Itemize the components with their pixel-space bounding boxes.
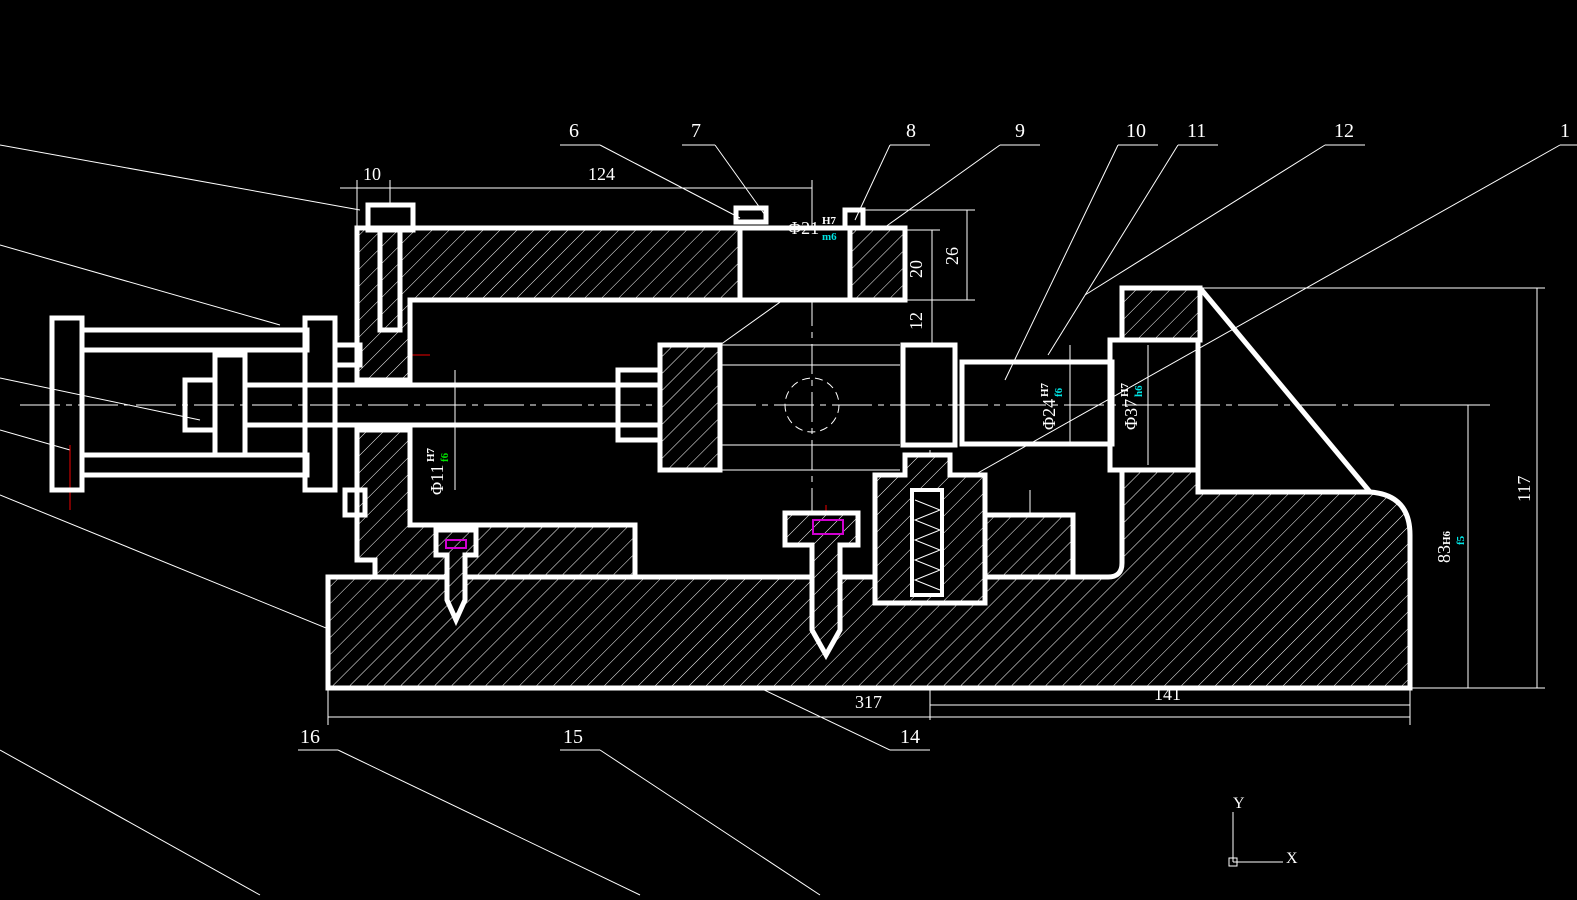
workpiece-hole bbox=[784, 377, 840, 433]
part-label-15: 15 bbox=[563, 726, 583, 748]
dim-141: 141 bbox=[1154, 684, 1181, 704]
dim-10: 10 bbox=[363, 164, 381, 184]
fit-phi24-shaft: f6 bbox=[1053, 387, 1065, 397]
part-label-7: 7 bbox=[691, 120, 701, 142]
pin-head-7[interactable] bbox=[733, 205, 769, 225]
dim-phi11: Φ11 bbox=[427, 465, 447, 496]
locating-block[interactable] bbox=[900, 342, 958, 448]
fit-phi24-hole: H7 bbox=[1039, 382, 1051, 397]
part-8[interactable] bbox=[842, 207, 866, 231]
dim-317: 317 bbox=[855, 692, 882, 712]
spring[interactable] bbox=[910, 488, 944, 597]
fit-tolerances: H7 m6 H7 f6 H7 f6 H7 h6 H6 f5 bbox=[425, 215, 1467, 545]
fit-phi37-hole: H7 bbox=[1119, 382, 1131, 397]
dim-phi24: Φ24 bbox=[1039, 399, 1059, 430]
dimension-texts: 10 124 20 26 12 Φ11 Φ21 Φ24 Φ37 317 141 … bbox=[363, 164, 1534, 712]
socket-icon bbox=[445, 539, 467, 549]
part-label-14: 14 bbox=[900, 726, 920, 748]
dim-124: 124 bbox=[588, 164, 615, 184]
fit-83-shaft: f5 bbox=[1455, 535, 1467, 545]
guide-pin[interactable] bbox=[959, 359, 1115, 447]
fit-phi37-shaft: h6 bbox=[1133, 385, 1145, 397]
fit-phi11-hole: H7 bbox=[425, 447, 437, 462]
push-block[interactable] bbox=[657, 342, 723, 473]
fit-phi21-shaft: m6 bbox=[822, 231, 837, 243]
right-bracket-gusset[interactable] bbox=[1195, 286, 1372, 494]
bolt-14[interactable] bbox=[433, 527, 479, 627]
part-label-6: 6 bbox=[569, 120, 579, 142]
fit-phi11-shaft: f6 bbox=[439, 452, 451, 462]
part-label-10: 10 bbox=[1126, 120, 1146, 142]
hydraulic-cylinder[interactable] bbox=[49, 315, 663, 518]
ucs-icon: X Y bbox=[1228, 795, 1298, 867]
dim-phi21: Φ21 bbox=[788, 218, 819, 238]
support-block[interactable] bbox=[982, 512, 1076, 580]
fit-83-hole: H6 bbox=[1441, 530, 1453, 545]
dim-117: 117 bbox=[1514, 476, 1534, 502]
part-label-12: 12 bbox=[1334, 120, 1354, 142]
dimension-lines bbox=[327, 180, 1545, 725]
part-label-16: 16 bbox=[300, 726, 320, 748]
bushing-phi21[interactable] bbox=[737, 225, 853, 303]
fit-phi21-hole: H7 bbox=[822, 215, 837, 227]
part-labels: 6 7 8 9 10 11 12 1 16 15 14 bbox=[300, 120, 1570, 748]
socket-icon bbox=[812, 519, 844, 535]
top-screw-shank[interactable] bbox=[377, 227, 403, 333]
dim-phi37: Φ37 bbox=[1121, 399, 1141, 430]
workpiece-outline bbox=[720, 344, 900, 471]
dim-20: 20 bbox=[906, 260, 926, 278]
ucs-y-label: Y bbox=[1233, 795, 1245, 812]
part-label-9: 9 bbox=[1015, 120, 1025, 142]
dim-26: 26 bbox=[942, 247, 962, 265]
part-label-11: 11 bbox=[1187, 120, 1206, 142]
part-label-1: 1 bbox=[1560, 120, 1570, 142]
dim-12: 12 bbox=[906, 312, 926, 330]
left-upright[interactable] bbox=[354, 427, 638, 580]
right-bracket[interactable] bbox=[1119, 285, 1203, 343]
bolt-center[interactable] bbox=[782, 510, 861, 661]
dim-83: 83 bbox=[1434, 545, 1454, 563]
part-label-8: 8 bbox=[906, 120, 916, 142]
base-body[interactable] bbox=[325, 467, 1413, 691]
ucs-x-label: X bbox=[1286, 850, 1298, 867]
